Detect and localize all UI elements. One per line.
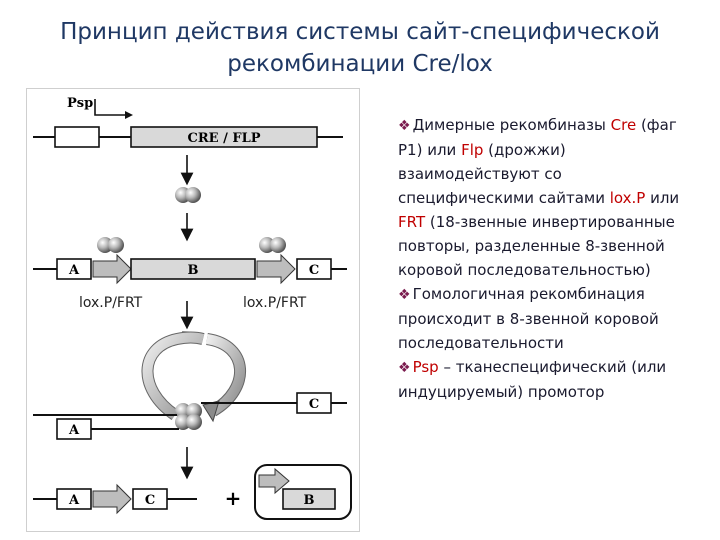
lox-site-arrow-left <box>92 253 132 285</box>
circle-lox-site-arrow <box>258 467 290 495</box>
promoter-label: Psp <box>67 96 93 111</box>
promoter-construct: Psp CRE / FLP <box>33 96 343 148</box>
site-label-left: lox.P/FRT <box>79 295 143 311</box>
explanation-text: ❖Димерные рекомбиназы Cre (фаг P1) или F… <box>398 113 698 404</box>
synapsis-loop: B C A <box>33 330 347 440</box>
paragraph-2: ❖Гомологичная рекомбинация происходит в … <box>398 285 659 352</box>
paragraph-1: ❖Димерные рекомбиназы Cre (фаг P1) или F… <box>398 116 680 279</box>
recombinase-tetramer <box>175 403 202 430</box>
flp-term: Flp <box>461 141 484 159</box>
gene-label: CRE / FLP <box>187 131 260 146</box>
cre-term: Cre <box>610 116 637 134</box>
product-segment-a-box <box>56 488 92 510</box>
psp-term: Psp <box>412 358 439 376</box>
diagram-svg: Psp CRE / FLP A <box>33 96 352 520</box>
loop-segment-a-label: A <box>68 423 80 438</box>
circle-segment-b-label: B <box>304 493 315 508</box>
lox-site-arrow-right <box>256 253 296 285</box>
slide-title: Принцип действия системы сайт-специфичес… <box>0 16 720 80</box>
promoter-arrowhead <box>125 111 133 119</box>
segment-a-label: A <box>68 263 80 278</box>
diamond-bullet-icon: ❖ <box>398 287 411 303</box>
circle-segment-b-box <box>282 488 336 510</box>
recombinase-dimer-right <box>259 237 286 253</box>
product-linear: A C <box>33 483 197 515</box>
site-label-right: lox.P/FRT <box>243 295 307 311</box>
plus-sign: + <box>225 486 242 510</box>
promoter-arrow <box>94 99 125 116</box>
recombination-diagram: Psp CRE / FLP A <box>26 88 360 532</box>
product-segment-c-label: C <box>145 493 155 508</box>
title-line-2: рекомбинации Cre/lox <box>227 51 493 77</box>
recombinase-dimer-left <box>97 237 124 253</box>
segment-b-box <box>130 258 256 280</box>
product-segment-a-label: A <box>68 493 80 508</box>
frt-term: FRT <box>398 213 426 231</box>
loop-segment-c-label: C <box>309 397 319 412</box>
target-construct: A B C <box>33 253 347 285</box>
segment-a-box <box>56 258 92 280</box>
product-lox-site-arrow <box>92 483 132 515</box>
segment-b-label: B <box>188 263 199 278</box>
diamond-bullet-icon: ❖ <box>398 360 411 376</box>
paragraph-3: ❖Psp – тканеспецифический (или индуцируе… <box>398 358 667 401</box>
title-line-1: Принцип действия системы сайт-специфичес… <box>60 19 660 45</box>
product-circle: B <box>254 464 352 520</box>
segment-c-label: C <box>309 263 319 278</box>
loxp-term: lox.P <box>609 189 646 207</box>
circular-product <box>254 464 352 520</box>
diamond-bullet-icon: ❖ <box>398 118 411 134</box>
recombinase-dimer-1 <box>175 187 201 203</box>
promoter-box <box>54 126 100 148</box>
